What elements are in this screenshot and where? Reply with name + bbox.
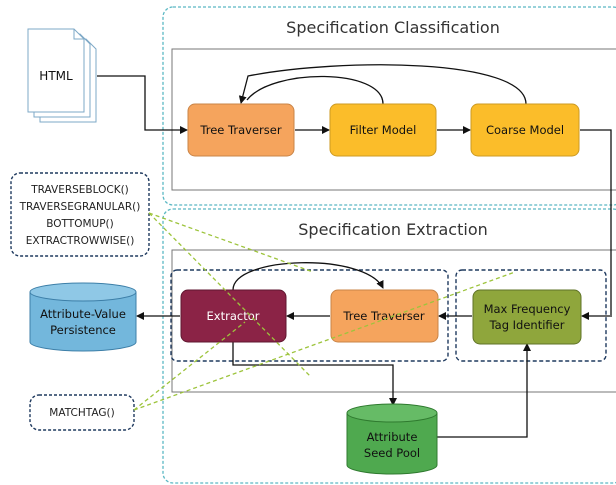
classification-title: Specification Classification: [286, 18, 500, 37]
function-matchtag: MATCHTAG(): [49, 407, 114, 419]
extractor-loop-to-traverser: [232, 262, 384, 291]
html-to-tree-traverser-arrow: [97, 75, 188, 134]
seed-pool-label-line1: Attribute: [367, 430, 418, 444]
matchtag-callout: [29, 394, 135, 431]
seed-pool-to-identifier-arrow: [437, 343, 531, 438]
extractor-to-seed-pool-arrow: [232, 342, 397, 406]
max-frequency-label-line1: Max Frequency: [484, 302, 571, 316]
persistence-label-line1: Attribute-Value: [40, 307, 126, 321]
coarse-to-extraction-connector: [580, 129, 612, 315]
tree-traverser-extraction-node: [330, 289, 439, 343]
max-frequency-node: [472, 289, 582, 345]
identifier-group-box: [455, 269, 607, 362]
function-traversegranular: TRAVERSEGRANULAR(): [19, 201, 141, 213]
coarse-model-node: [470, 103, 580, 157]
function-traverseblock: TRAVERSEBLOCK(): [30, 184, 129, 196]
persistence-label-line2: Persistence: [50, 323, 116, 337]
filter-feedback-loop: [246, 75, 384, 105]
max-frequency-label-line2: Tag Identifier: [489, 318, 565, 332]
traverse-functions-callout: [10, 172, 150, 257]
extractor-node: [180, 289, 287, 343]
extractor-label: Extractor: [207, 309, 260, 323]
filter-model-label: Filter Model: [350, 123, 417, 137]
html-document-icon: [27, 28, 97, 123]
callout-lines: [133, 212, 516, 411]
extraction-title: Specification Extraction: [298, 220, 488, 239]
attribute-value-persistence-db: [29, 282, 137, 352]
html-label: HTML: [39, 69, 73, 83]
seed-pool-label-line2: Seed Pool: [364, 446, 420, 460]
tree-traverser-extraction-label: Tree Traverser: [342, 309, 424, 323]
function-bottomup: BOTTOMUP(): [46, 218, 113, 230]
tree-traverser-node: [187, 103, 295, 157]
coarse-model-label: Coarse Model: [486, 123, 564, 137]
extraction-section: [162, 208, 616, 484]
classification-section: [162, 6, 616, 206]
tree-traverser-label: Tree Traverser: [199, 123, 281, 137]
attribute-seed-pool-db: [346, 403, 438, 475]
coarse-feedback-loop: [238, 64, 527, 105]
function-extractrowwise: EXTRACTROWWISE(): [26, 235, 135, 247]
filter-model-node: [329, 103, 437, 157]
